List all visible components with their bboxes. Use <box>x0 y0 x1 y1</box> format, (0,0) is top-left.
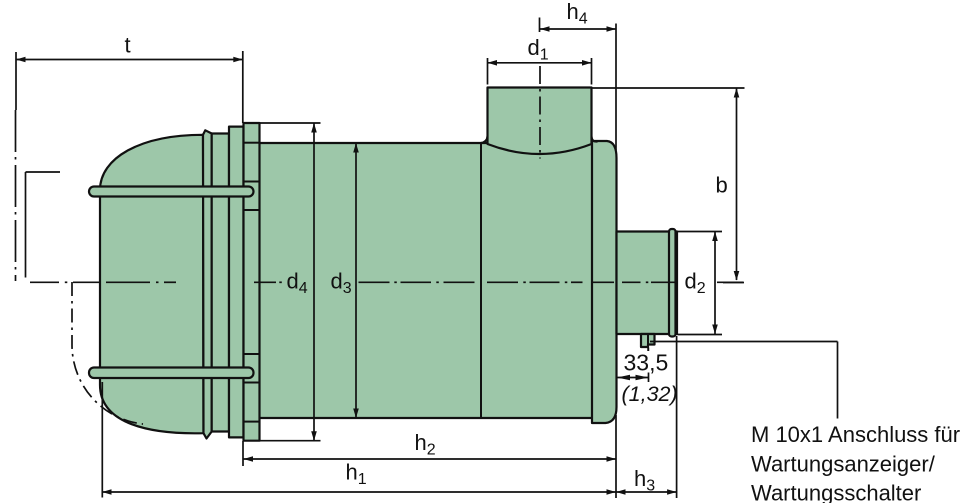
svg-text:t: t <box>125 33 131 58</box>
svg-text:Wartungsanzeiger/: Wartungsanzeiger/ <box>751 451 936 476</box>
svg-text:d2: d2 <box>685 269 706 298</box>
svg-text:(1,32): (1,32) <box>622 382 678 406</box>
svg-text:b: b <box>716 173 728 198</box>
svg-text:h1: h1 <box>346 460 367 489</box>
svg-text:Wartungsschalter: Wartungsschalter <box>751 480 921 503</box>
svg-text:h3: h3 <box>634 466 655 495</box>
svg-text:33,5: 33,5 <box>624 350 669 376</box>
svg-text:d1: d1 <box>528 35 549 64</box>
svg-text:h2: h2 <box>415 430 436 459</box>
svg-text:h4: h4 <box>567 0 588 28</box>
svg-text:M 10x1 Anschluss für: M 10x1 Anschluss für <box>751 422 960 447</box>
